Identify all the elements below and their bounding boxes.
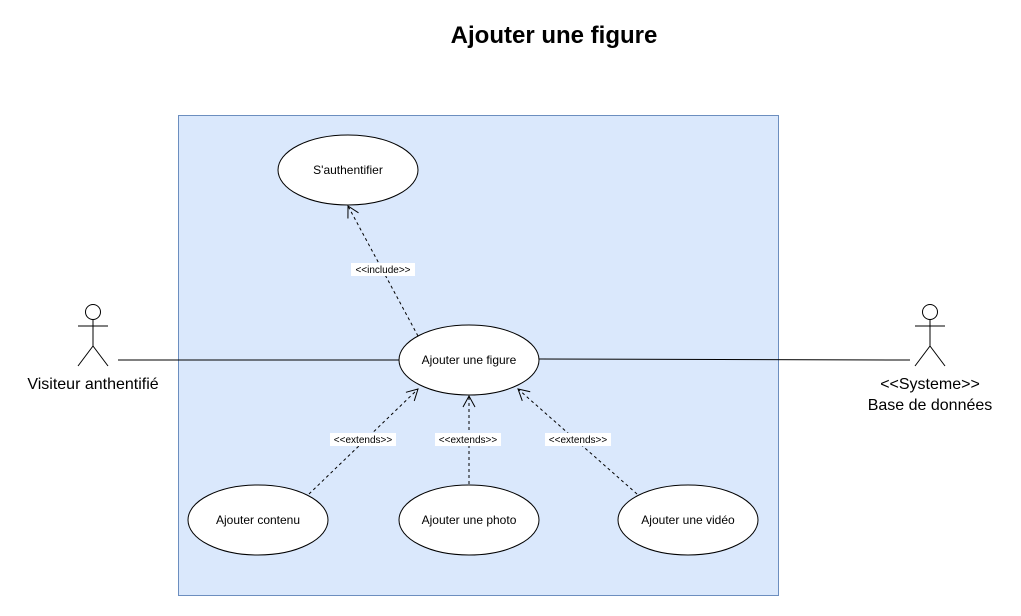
actor-visitor-head xyxy=(85,304,101,320)
actor-visitor-label: Visiteur anthentifié xyxy=(27,376,158,393)
actor-system-label: Base de données xyxy=(868,397,993,414)
include-label-bg xyxy=(351,263,415,276)
association-system xyxy=(538,358,911,361)
use-case-authenticate[interactable]: S'authentifier xyxy=(277,134,419,206)
use-case-authenticate-label: S'authentifier xyxy=(313,163,383,177)
actor-visitor[interactable] xyxy=(77,304,109,367)
use-case-add-content-label: Ajouter contenu xyxy=(216,513,300,527)
actor-database-system[interactable] xyxy=(914,304,946,367)
use-case-add-content[interactable]: Ajouter contenu xyxy=(187,484,329,556)
extends-label-photo: <<extends>> xyxy=(439,435,498,446)
use-case-add-figure-label: Ajouter une figure xyxy=(422,353,517,367)
actor-system-stereotype: <<Systeme>> xyxy=(880,376,980,393)
actor-database-head xyxy=(922,304,938,320)
extends-arrow-content xyxy=(308,388,419,495)
include-label: <<include>> xyxy=(355,265,410,276)
use-case-add-video[interactable]: Ajouter une vidéo xyxy=(617,484,759,556)
extends-label-content-bg xyxy=(330,433,396,446)
extends-label-content: <<extends>> xyxy=(334,435,393,446)
diagram-title: Ajouter une figure xyxy=(451,22,658,49)
use-case-add-figure[interactable]: Ajouter une figure xyxy=(398,324,540,396)
use-case-add-photo[interactable]: Ajouter une photo xyxy=(398,484,540,556)
extends-label-video-bg xyxy=(545,433,611,446)
use-case-add-video-label: Ajouter une vidéo xyxy=(641,513,735,527)
extends-label-video: <<extends>> xyxy=(549,435,608,446)
use-case-add-photo-label: Ajouter une photo xyxy=(422,513,517,527)
extends-label-photo-bg xyxy=(435,433,501,446)
